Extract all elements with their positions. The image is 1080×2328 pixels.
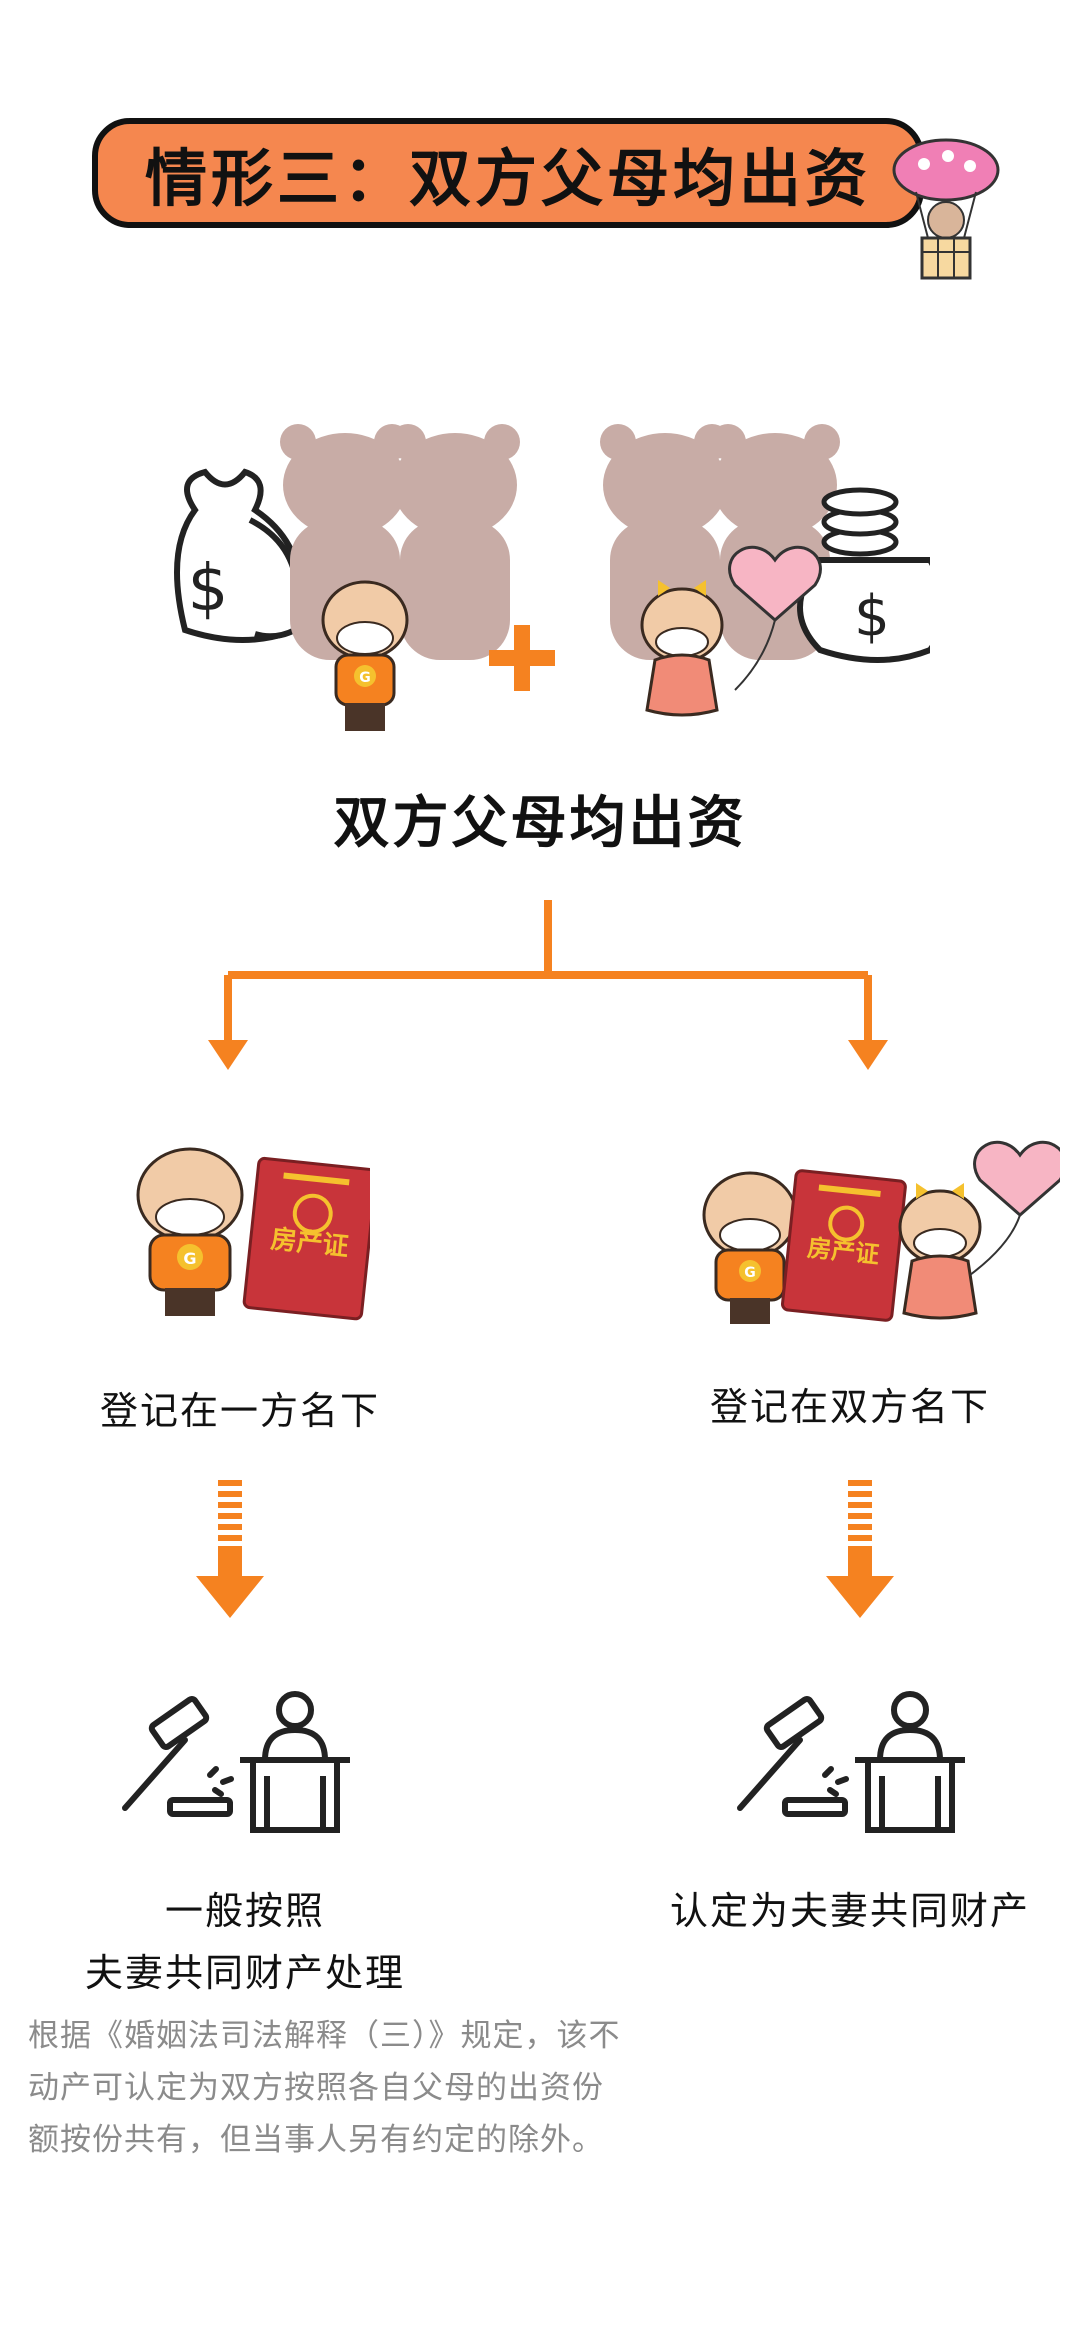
money-bag-icon: $ xyxy=(797,487,930,663)
shirt-letter: G xyxy=(744,1265,756,1281)
gavel-icon xyxy=(737,1696,849,1817)
branch-right-registration: 登记在双方名下 xyxy=(709,1385,990,1429)
judge-podium-icon xyxy=(240,1691,350,1833)
court-icon xyxy=(122,1691,350,1833)
court-icon xyxy=(737,1691,965,1833)
shirt-letter: G xyxy=(183,1249,196,1268)
diagram-subtitle: 双方父母均出资 xyxy=(333,791,747,856)
bride-cow-character xyxy=(898,1183,982,1320)
shirt-letter: G xyxy=(359,670,371,686)
husband-parents-silhouette xyxy=(280,424,520,660)
groom-cow-character: G xyxy=(702,1171,798,1324)
heart-balloon-icon xyxy=(969,1141,1060,1276)
dollar-sign: $ xyxy=(188,552,229,626)
branch-right-result: 认定为夫妻共同财产 xyxy=(640,1880,1060,1942)
judge-podium-icon xyxy=(855,1691,965,1833)
branch-left-result-line1: 一般按照 xyxy=(164,1889,325,1933)
money-bag-icon: $ xyxy=(174,468,303,643)
title-banner: 情形三：双方父母均出资 xyxy=(92,118,924,228)
parents-illustration: $ $ G xyxy=(174,424,930,731)
down-arrow-icon xyxy=(196,1480,264,1618)
groom-cow-character: G xyxy=(321,580,409,731)
property-certificate-icon: 房产证 xyxy=(781,1169,907,1322)
branch-left-result-line2: 夫妻共同财产处理 xyxy=(84,1951,405,1995)
branch-right-result-line1: 认定为夫妻共同财产 xyxy=(669,1889,1030,1933)
bride-cow-character xyxy=(640,580,724,717)
plus-icon xyxy=(489,625,555,691)
arrow-left-icon xyxy=(208,1040,248,1070)
legal-note: 根据《婚姻法司法解释（三）》规定，该不动产可认定为双方按照各自父母的出资份额按份… xyxy=(28,2018,621,2158)
page-title: 情形三：双方父母均出资 xyxy=(144,142,871,215)
groom-cow-character: G xyxy=(136,1147,244,1316)
arrow-right-icon xyxy=(848,1040,888,1070)
property-certificate-icon: 房产证 xyxy=(242,1156,370,1321)
gavel-icon xyxy=(122,1696,234,1817)
single-registration-illustration: G 房产证 xyxy=(136,1147,370,1321)
heart-balloon-icon xyxy=(728,546,822,691)
joint-registration-illustration: G 房产证 xyxy=(702,1141,1060,1324)
hot-air-balloon-icon xyxy=(892,138,1000,280)
branch-left-registration: 登记在一方名下 xyxy=(99,1389,380,1433)
branch-left-result: 一般按照 夫妻共同财产处理 xyxy=(50,1880,440,2004)
down-arrow-icon xyxy=(826,1480,894,1618)
branch-connector xyxy=(208,900,888,1070)
dollar-sign: $ xyxy=(854,584,890,649)
